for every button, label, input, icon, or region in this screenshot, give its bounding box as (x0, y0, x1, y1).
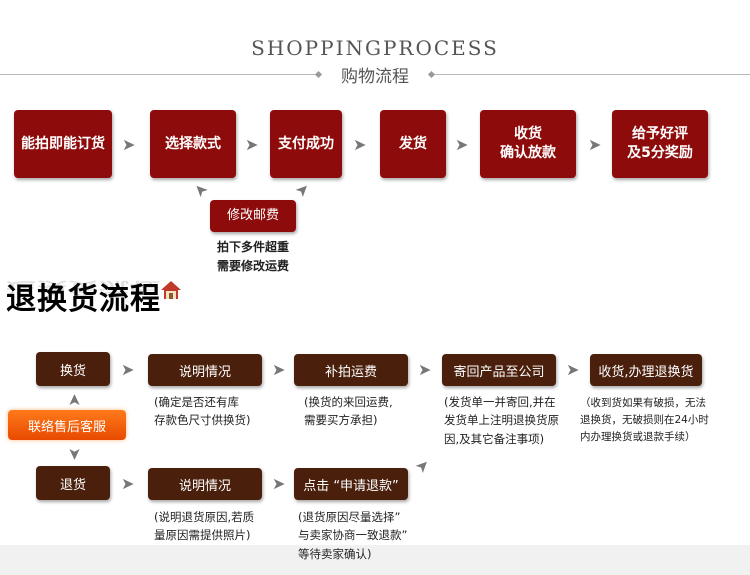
exchange-step-explain: 说明情况 (148, 354, 262, 386)
exchange-desc-explain: (确定是否还有库 存款色尺寸供换货) (154, 395, 251, 428)
refund-button: 退货 (36, 466, 110, 500)
arrow-right-icon: ➤ (272, 360, 286, 379)
header-line-left (0, 74, 318, 75)
modify-postage-note: 拍下多件超重 需要修改运费 (216, 240, 289, 274)
header-title-zh: 购物流程 (341, 67, 409, 87)
arrow-right-icon: ➤ (272, 474, 286, 493)
arrow-up-right-icon: ➤ (290, 178, 314, 202)
arrow-up-icon: ➤ (64, 393, 84, 407)
refund-step-explain: 说明情况 (148, 468, 262, 500)
contact-service-button: 联络售后客服 (8, 410, 126, 440)
refund-desc-explain: (说明退货原因,若质 量原因需提供照片) (154, 510, 255, 543)
returns-title: 退换货流程 (6, 282, 161, 317)
exchange-desc-shipping: (换货的来回运费, 需要买方承担) (304, 395, 393, 428)
header-title-en: SHOPPINGPROCESS (251, 36, 499, 60)
step-ship: 发货 (380, 110, 446, 178)
arrow-right-icon: ➤ (245, 135, 259, 154)
arrow-right-icon: ➤ (566, 360, 580, 379)
step-order: 能拍即能订货 (14, 110, 112, 178)
arrow-right-icon: ➤ (122, 135, 136, 154)
arrow-right-icon: ➤ (121, 474, 135, 493)
arrow-right-icon: ➤ (455, 135, 469, 154)
refund-step-apply: 点击 “申请退款” (294, 468, 408, 500)
arrow-down-icon: ➤ (65, 447, 85, 461)
refund-desc-apply: (退货原因尽量选择” 与卖家协商一致退款” 等待卖家确认) (298, 510, 408, 561)
bottom-band (0, 545, 750, 575)
step-receive-confirm: 收货 确认放款 (480, 110, 576, 178)
exchange-step-process: 收货,办理退换货 (590, 354, 702, 386)
header-line-right (432, 74, 750, 75)
exchange-step-send-back: 寄回产品至公司 (442, 354, 556, 386)
house-icon (161, 281, 181, 299)
step-payment-success: 支付成功 (270, 110, 342, 178)
arrow-up-left-icon: ➤ (188, 178, 212, 202)
exchange-step-pay-shipping: 补拍运费 (294, 354, 408, 386)
step-modify-postage: 修改邮费 (210, 200, 296, 232)
exchange-desc-send-back: (发货单一并寄回,并在 发货单上注明退换货原 因,及其它备注事项) (444, 395, 559, 446)
exchange-desc-process: （收到货如果有破损，无法 退换货，无破损则在24小时 内办理换货或退款手续） (580, 397, 709, 443)
arrow-right-icon: ➤ (588, 135, 602, 154)
step-review-reward: 给予好评 及5分奖励 (612, 110, 708, 178)
step-select-style: 选择款式 (150, 110, 236, 178)
arrow-right-icon: ➤ (353, 135, 367, 154)
arrow-right-icon: ➤ (121, 360, 135, 379)
arrow-right-icon: ➤ (418, 360, 432, 379)
exchange-button: 换货 (36, 352, 110, 386)
arrow-up-right-icon: ➤ (410, 454, 434, 478)
returns-title-reflection: 退换货流程 (6, 278, 161, 297)
